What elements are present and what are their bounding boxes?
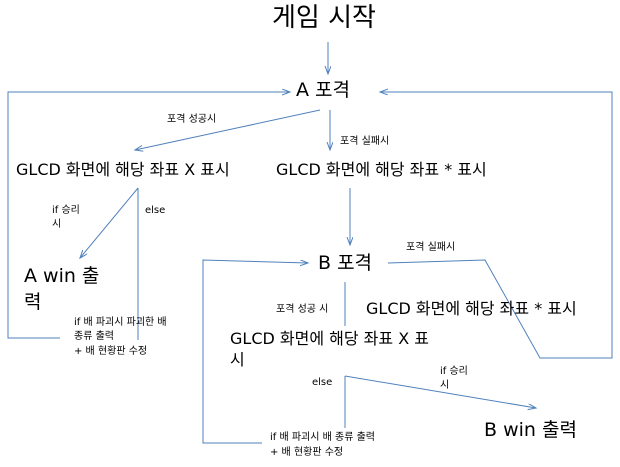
label-a-success: 포격 성공시 bbox=[167, 114, 217, 125]
node-a-hit-display: GLCD 화면에 해당 좌표 X 표시 bbox=[16, 160, 230, 179]
edge-a-success bbox=[135, 109, 321, 150]
edge-b-loop-back bbox=[202, 259, 308, 444]
label-b-success: 포격 성공 시 bbox=[276, 304, 329, 315]
node-b-fire: B 포격 bbox=[318, 252, 373, 274]
edge-b-fail bbox=[380, 92, 613, 359]
label-b-fail: 포격 실패시 bbox=[406, 242, 456, 253]
node-a-miss-display: GLCD 화면에 해당 좌표 * 표시 bbox=[276, 160, 487, 179]
edge-b-if-win bbox=[344, 375, 536, 408]
node-a-fire: A 포격 bbox=[296, 79, 350, 101]
node-b-destroy-1: if 배 파괴시 배 종류 출력 bbox=[270, 432, 375, 443]
node-a-win: A win 출 bbox=[24, 265, 100, 287]
label-a-fail: 포격 실패시 bbox=[340, 136, 390, 147]
node-b-destroy-2: + 배 현황판 수정 bbox=[270, 447, 344, 458]
label-b-if-win-2: 시 bbox=[440, 380, 450, 391]
label-a-else: else bbox=[145, 205, 166, 216]
label-b-if-win-1: if 승리 bbox=[440, 366, 468, 377]
edge-a-if-win bbox=[80, 187, 139, 258]
node-b-miss-display: GLCD 화면에 해당 좌표 * 표시 bbox=[366, 299, 577, 318]
label-a-if-win-2: 시 bbox=[52, 219, 62, 230]
node-a-destroy-1: if 배 파괴시 파괴한 배 bbox=[74, 317, 167, 328]
edge-a-loop-back bbox=[7, 92, 290, 339]
node-b-hit-display: GLCD 화면에 해당 좌표 X 표 bbox=[230, 329, 429, 348]
node-b-win: B win 출력 bbox=[484, 419, 577, 441]
node-b-hit-display-cont: 시 bbox=[230, 350, 245, 369]
node-a-destroy-3: + 배 현황판 수정 bbox=[74, 346, 148, 357]
node-a-win-cont: 력 bbox=[24, 291, 42, 313]
label-a-if-win-1: if 승리 bbox=[52, 205, 80, 216]
label-b-else: else bbox=[312, 377, 333, 388]
node-start: 게임 시작 bbox=[272, 3, 376, 33]
node-a-destroy-2: 종류 출력 bbox=[74, 331, 114, 342]
